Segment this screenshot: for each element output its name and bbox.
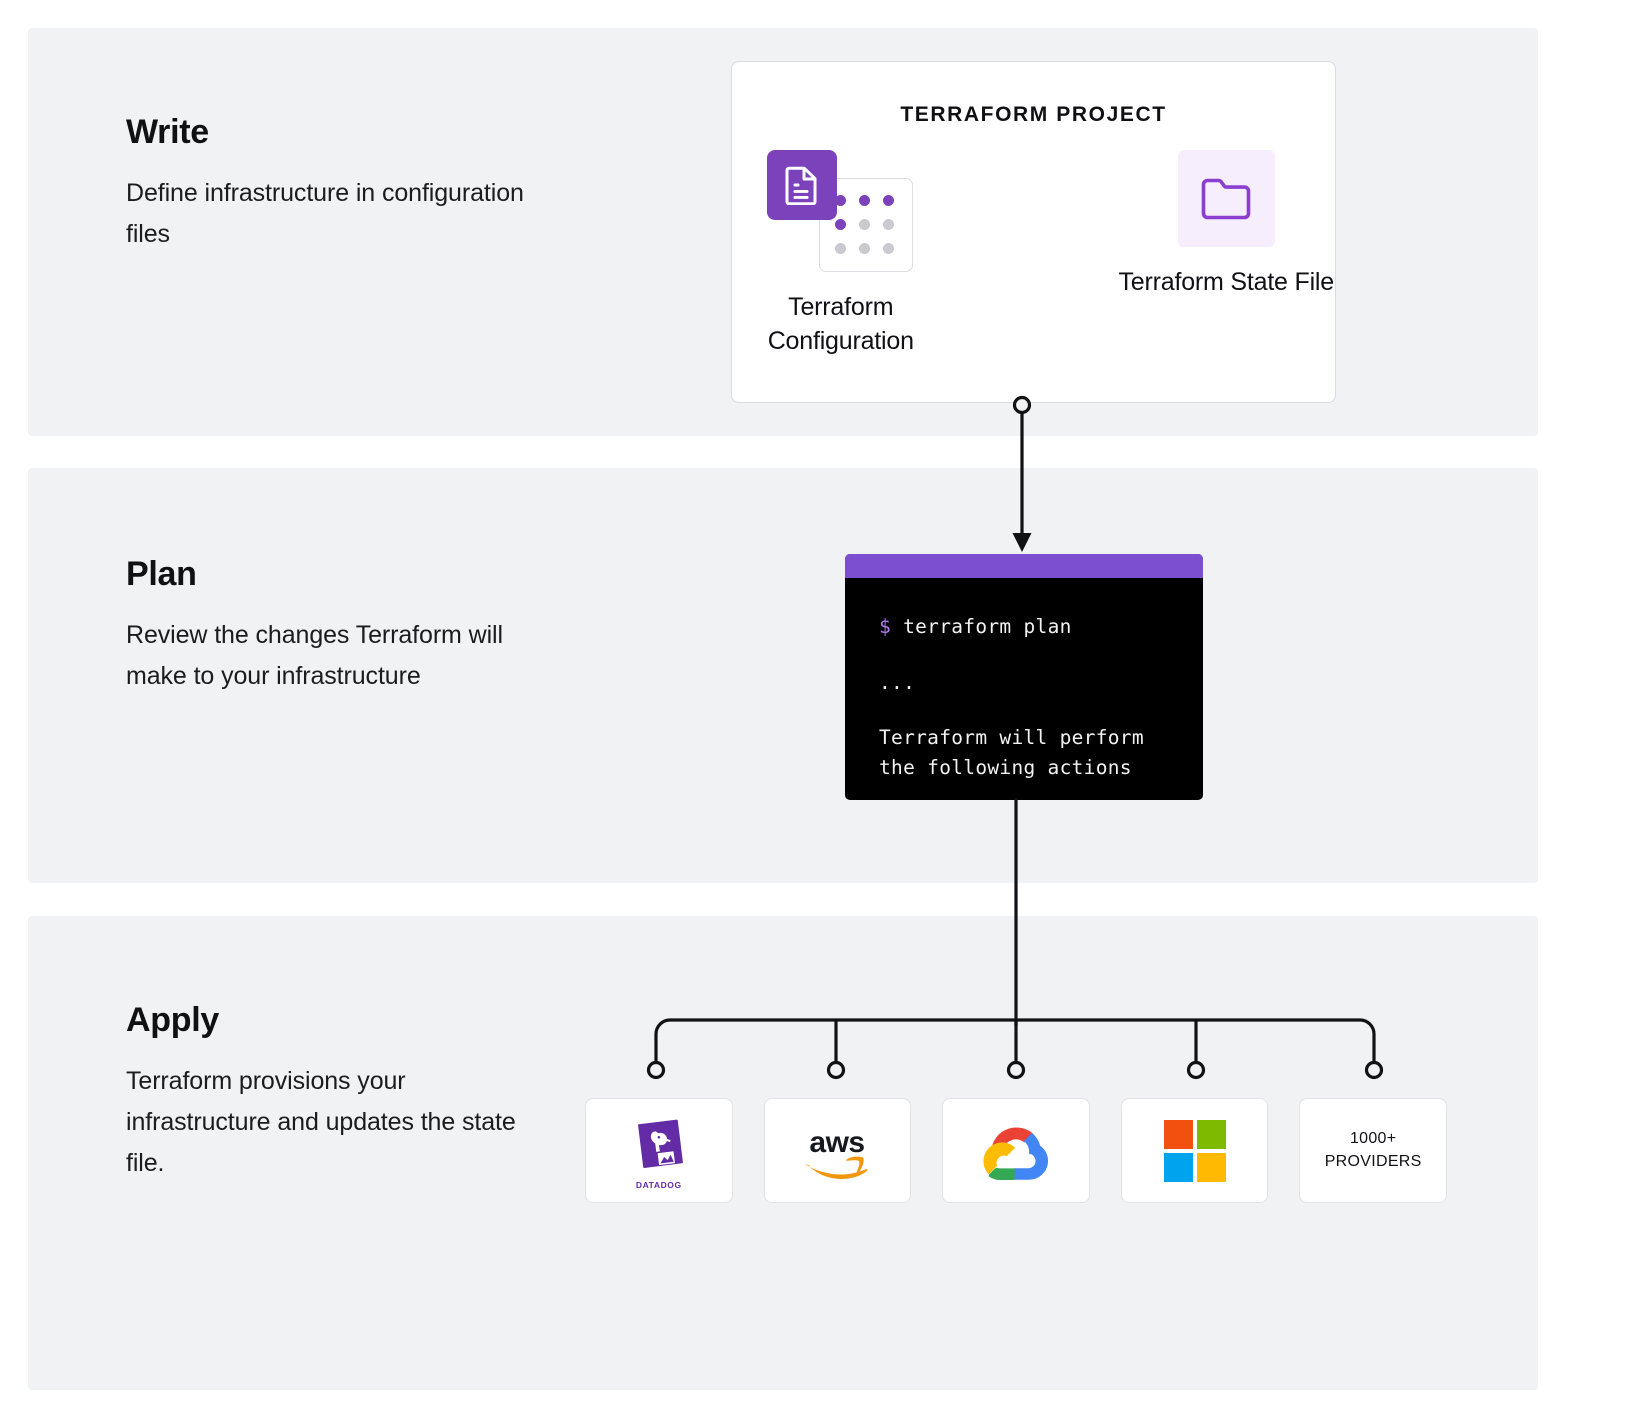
provider-card-aws[interactable]: aws: [763, 1098, 912, 1203]
terminal-command: terraform plan: [903, 615, 1072, 638]
provider-card-microsoft[interactable]: [1120, 1098, 1269, 1203]
more-providers-text: 1000+ PROVIDERS: [1325, 1128, 1422, 1172]
terraform-project-card: TERRAFORM PROJECT: [731, 61, 1336, 403]
terminal-output-line-2: the following actions: [879, 755, 1132, 779]
document-tile: [766, 150, 837, 220]
terminal-command-line: $ terraform plan: [879, 612, 1203, 642]
step-plan: Plan Review the changes Terraform will m…: [126, 555, 546, 697]
datadog-logo: DATADOG: [611, 1112, 707, 1190]
step-apply-title: Apply: [126, 1001, 219, 1039]
step-plan-title: Plan: [126, 555, 197, 593]
step-plan-description: Review the changes Terraform will make t…: [126, 621, 503, 691]
asset-terraform-state-file: Terraform State File: [1118, 150, 1336, 358]
terraform-project-assets: Terraform Configuration Terraform State …: [732, 150, 1335, 358]
datadog-glyph: [637, 1119, 683, 1168]
dot-grid-icon: [834, 195, 896, 256]
more-providers-count: 1000+: [1349, 1130, 1397, 1148]
terminal-prompt: $: [879, 615, 892, 638]
asset-terraform-configuration: Terraform Configuration: [732, 150, 950, 358]
more-providers-label: PROVIDERS: [1324, 1152, 1422, 1170]
folder-glyph: [1201, 178, 1251, 219]
microsoft-logo: [1163, 1119, 1226, 1182]
terraform-project-title: TERRAFORM PROJECT: [900, 103, 1167, 126]
aws-logo: aws: [805, 1126, 868, 1179]
terminal-ellipsis: ...: [879, 670, 916, 694]
step-apply-description: Terraform provisions your infrastructure…: [126, 1067, 516, 1178]
terminal-output: $ terraform plan ... Terraform will perf…: [845, 578, 1203, 783]
asset-label: Terraform State File: [1118, 268, 1334, 296]
aws-wordmark: aws: [810, 1126, 865, 1159]
terminal-window: $ terraform plan ... Terraform will perf…: [845, 554, 1203, 800]
document-glyph: [785, 166, 817, 205]
step-write-title: Write: [126, 113, 209, 151]
step-write-description: Define infrastructure in configuration f…: [126, 179, 524, 249]
step-apply: Apply Terraform provisions your infrastr…: [126, 1001, 546, 1184]
provider-card-more-providers[interactable]: 1000+ PROVIDERS: [1299, 1098, 1447, 1203]
datadog-wordmark: DATADOG: [635, 1179, 682, 1190]
provider-card-datadog[interactable]: DATADOG: [585, 1098, 733, 1203]
google-cloud-logo: [983, 1126, 1049, 1180]
band-plan: [28, 468, 1538, 883]
asset-label: Terraform Configuration: [767, 293, 914, 355]
connector-write-to-plan: [1012, 395, 1032, 552]
provider-card-google-cloud[interactable]: [942, 1098, 1090, 1203]
step-write: Write Define infrastructure in configura…: [126, 113, 546, 255]
terminal-output-line-1: Terraform will perform: [879, 726, 1144, 750]
provider-list: DATADOG aws: [585, 1098, 1447, 1203]
connector-plan-to-apply: [646, 798, 1384, 1080]
folder-icon: [1177, 150, 1275, 247]
terminal-title-bar: [845, 554, 1203, 578]
document-icon: [766, 150, 915, 272]
